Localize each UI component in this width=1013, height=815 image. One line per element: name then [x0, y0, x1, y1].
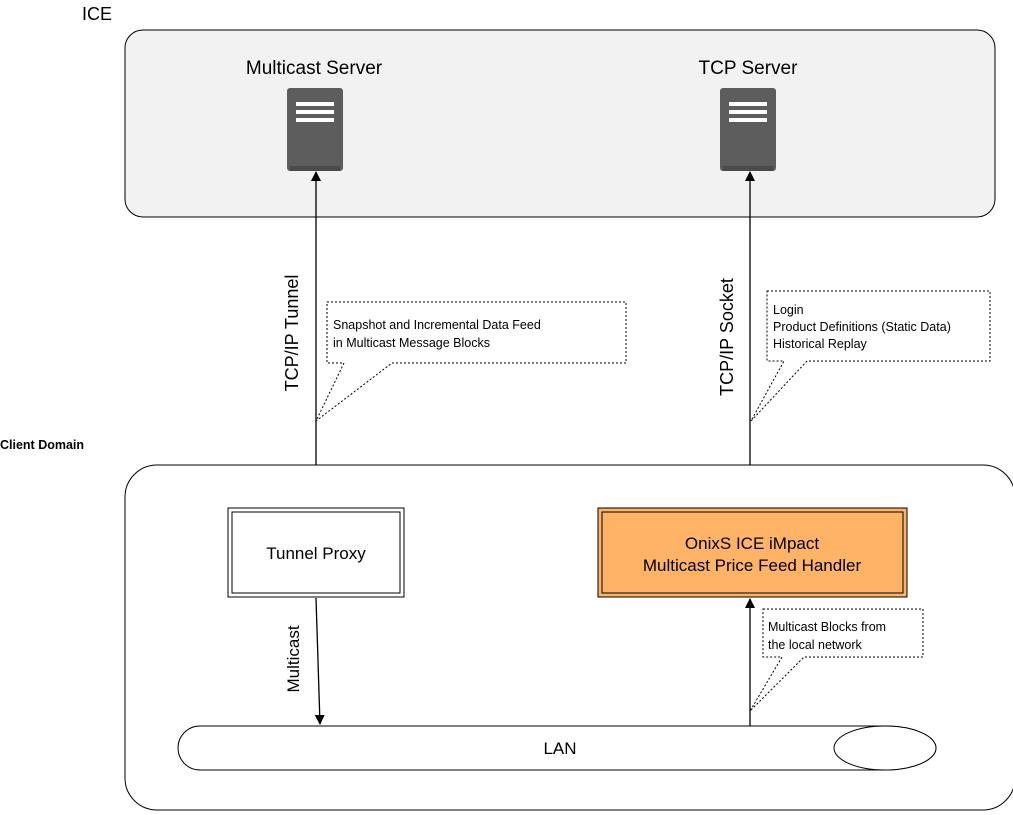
socket-note-line-1: Login [773, 303, 804, 317]
handler-label-line-2: Multicast Price Feed Handler [643, 556, 862, 575]
socket-link-label: TCP/IP Socket [717, 278, 737, 396]
socket-note-callout [750, 290, 991, 422]
socket-note-line-3: Historical Replay [773, 337, 868, 351]
tunnel-note-line-1: Snapshot and Incremental Data Feed [333, 318, 541, 332]
lan-note-callout [749, 608, 924, 712]
server-icon [287, 88, 343, 171]
tunnel-note-callout [315, 301, 627, 422]
ice-domain-box [124, 29, 996, 218]
multicast-link-label: Multicast [284, 625, 303, 692]
lan-note-line-1: Multicast Blocks from [768, 620, 886, 634]
lan-label: LAN [543, 739, 576, 758]
client-domain-label: Client Domain [0, 438, 84, 452]
lan-note-line-2: the local network [768, 638, 863, 652]
socket-note-line-2: Product Definitions (Static Data) [773, 320, 951, 334]
multicast-server-label: Multicast Server [246, 58, 383, 79]
handler-label-line-1: OnixS ICE iMpact [685, 534, 819, 553]
handler-inner-border [601, 511, 904, 594]
tcp-server-label: TCP Server [699, 58, 799, 79]
lan-bus-end [833, 725, 937, 771]
handler-box [597, 507, 908, 598]
ice-domain-label: ICE [82, 4, 112, 24]
tunnel-proxy-box [227, 507, 405, 598]
tunnel-proxy-label: Tunnel Proxy [266, 544, 366, 563]
tunnel-link-label: TCP/IP Tunnel [282, 275, 302, 392]
server-icon [720, 88, 776, 171]
multicast-connection [314, 597, 325, 725]
tunnel-note-line-2: in Multicast Message Blocks [333, 336, 490, 350]
tunnel-proxy-inner-border [231, 511, 401, 594]
